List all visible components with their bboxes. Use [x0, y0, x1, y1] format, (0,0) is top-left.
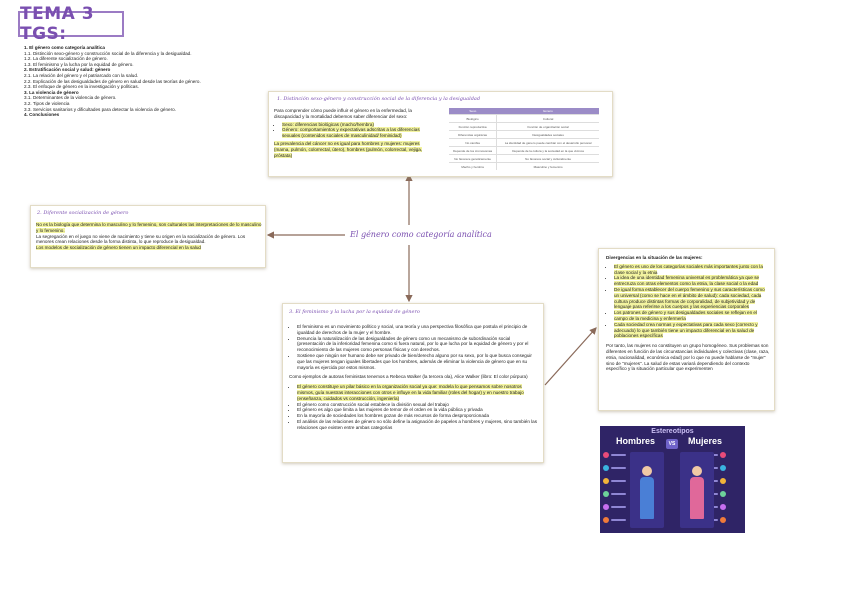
- bullet-sexo: Sexo: diferencias biológicas (macho/hemb…: [282, 121, 432, 128]
- index-item: 3.3. Servicios sanitarios y dificultades…: [24, 106, 176, 112]
- figure-body: [690, 477, 704, 519]
- table-cell: Cultural: [496, 114, 599, 123]
- table-header: Género: [496, 108, 599, 115]
- table-cell: Macho y hembra: [449, 162, 498, 170]
- index-item: 1.3. El feminismo y la lucha por la equi…: [24, 61, 134, 67]
- poster-hombres: Hombres: [616, 436, 656, 446]
- index-item: 2.1. La relación del género y el patriar…: [24, 72, 139, 78]
- figure-head: [692, 466, 702, 476]
- table-cell: No favorece genéticamente: [449, 154, 498, 163]
- table-cell: Función de organización social: [496, 122, 599, 131]
- figure-body: [640, 477, 654, 519]
- index-item: 4. Conclusiones: [24, 112, 60, 118]
- section-heading: Divergencias en la situación de las muje…: [606, 255, 703, 260]
- section-socialization: 2. Diferente socialización de género No …: [30, 205, 266, 268]
- poster-text-line: [611, 480, 626, 482]
- table-cell: Depende de la cultura y la sociedad en l…: [496, 146, 599, 155]
- poster-title: Estereotipos: [651, 428, 694, 435]
- index-item: 3.2. Tipos de violencia: [24, 100, 70, 106]
- table-cell: Función reproductiva: [449, 122, 498, 131]
- poster-icon: [720, 478, 726, 484]
- section-heading: 2. Diferente socialización de género: [37, 210, 129, 216]
- index-item: 1.2. La diferente socialización de géner…: [24, 56, 108, 62]
- divergence-bullet: La idea de una identidad femenina univer…: [614, 275, 770, 287]
- poster-text-line: [611, 467, 626, 469]
- intro-text: Para comprender cómo puede influir el gé…: [274, 108, 412, 119]
- divergence-bullet: De igual forma establecer del cuerpo fem…: [614, 286, 770, 310]
- poster-text-line: [611, 454, 626, 456]
- poster-text-line: [611, 519, 626, 521]
- divergence-closing: Por tanto, las mujeres no constituyen un…: [606, 343, 770, 372]
- section-feminism: 3. El feminismo y la lucha por la equida…: [282, 303, 544, 463]
- divergence-bullet: El género es uno de los categorías socia…: [614, 263, 770, 276]
- table-cell: No favorece social y culturalmente: [496, 154, 599, 163]
- index-item: 2. Estratificación social y salud: géner…: [24, 67, 111, 73]
- feminism-bullet: Denuncia la naturalización de las desigu…: [297, 336, 539, 353]
- stereotypes-poster: Estereotipos Hombres VS Mujeres: [600, 426, 745, 533]
- section-divergences: Divergencias en la situación de las muje…: [598, 248, 775, 411]
- gender-bullet: En la mayoría de sociedades los hombres …: [297, 413, 539, 419]
- feminism-bullet: Sostiene que ningún ser humano debe ser …: [297, 353, 539, 370]
- index-item: 3. La violencia de género: [24, 89, 79, 95]
- socialization-line: No es la biología que determina lo mascu…: [36, 222, 262, 233]
- gender-bullet: El género como construcción social estab…: [297, 402, 539, 408]
- index-item: 3.1. Determinantes de la violencia de gé…: [24, 95, 117, 101]
- feminism-bullet: El feminismo es un movimiento político y…: [297, 324, 539, 336]
- socialization-line: Los modelos de socialización de género t…: [36, 245, 201, 251]
- section-sex-gender: 1. Distinción sexo-género y construcción…: [268, 91, 613, 177]
- bullet-genero: Género: comportamientos y expectativas a…: [282, 127, 432, 139]
- poster-text-line: [611, 493, 626, 495]
- poster-icon: [720, 517, 726, 523]
- poster-icon: [720, 465, 726, 471]
- closing-text: La prevalencia del cáncer no es igual pa…: [274, 140, 423, 158]
- table-cell: Masculino y femenino: [496, 162, 599, 170]
- section-heading: 1. Distinción sexo-género y construcción…: [277, 96, 481, 102]
- table-cell: Diferencias orgánicas: [449, 130, 498, 139]
- authors-line: Como ejemplos de autoras feministas tene…: [289, 374, 528, 380]
- table-header: Sexo: [449, 108, 497, 115]
- socialization-line: La segregación en el juego no viene de n…: [36, 233, 246, 245]
- poster-icon: [603, 452, 609, 458]
- section-heading: 3. El feminismo y la lucha por la equida…: [289, 309, 420, 315]
- table-cell: Desigualdades sociales: [496, 130, 599, 139]
- divergence-bullet: Los patrones de género y sus desigualdad…: [614, 310, 770, 322]
- gender-bullet: El género constituye un pilar básico en …: [297, 384, 539, 401]
- index-item: 2.2. Explicación de las desigualdades de…: [24, 78, 201, 84]
- arrow-diagonal: [544, 327, 597, 386]
- gender-bullet: El análisis de las relaciones de género …: [297, 419, 539, 431]
- poster-icon: [720, 491, 726, 497]
- index-item: 1.1. Distinción sexo-género y construcci…: [24, 50, 192, 56]
- poster-vs: VS: [666, 439, 678, 449]
- poster-mujeres: Mujeres: [688, 436, 723, 446]
- table-cell: La identidad de género puede cambiar con…: [496, 138, 599, 147]
- table-cell: Biológico: [449, 114, 498, 123]
- gender-bullet: El género es algo que limita a las mujer…: [297, 407, 539, 413]
- poster-icon: [603, 478, 609, 484]
- poster-icon: [603, 517, 609, 523]
- table-cell: No cambia: [449, 138, 498, 147]
- poster-icon: [603, 491, 609, 497]
- poster-icon: [720, 504, 726, 510]
- poster-icon: [603, 504, 609, 510]
- poster-text-line: [611, 506, 626, 508]
- table-cell: Depende de los cromosomas: [449, 146, 498, 155]
- central-topic: El género como categoría analítica: [350, 230, 492, 239]
- index-item: 1. El género como categoría analítica: [24, 45, 105, 50]
- figure-head: [642, 466, 652, 476]
- poster-icon: [603, 465, 609, 471]
- divergence-bullet: Cada sociedad crea normas y expectativas…: [614, 321, 770, 339]
- poster-icon: [720, 452, 726, 458]
- index-item: 2.3. El enfoque de género en la investig…: [24, 84, 139, 90]
